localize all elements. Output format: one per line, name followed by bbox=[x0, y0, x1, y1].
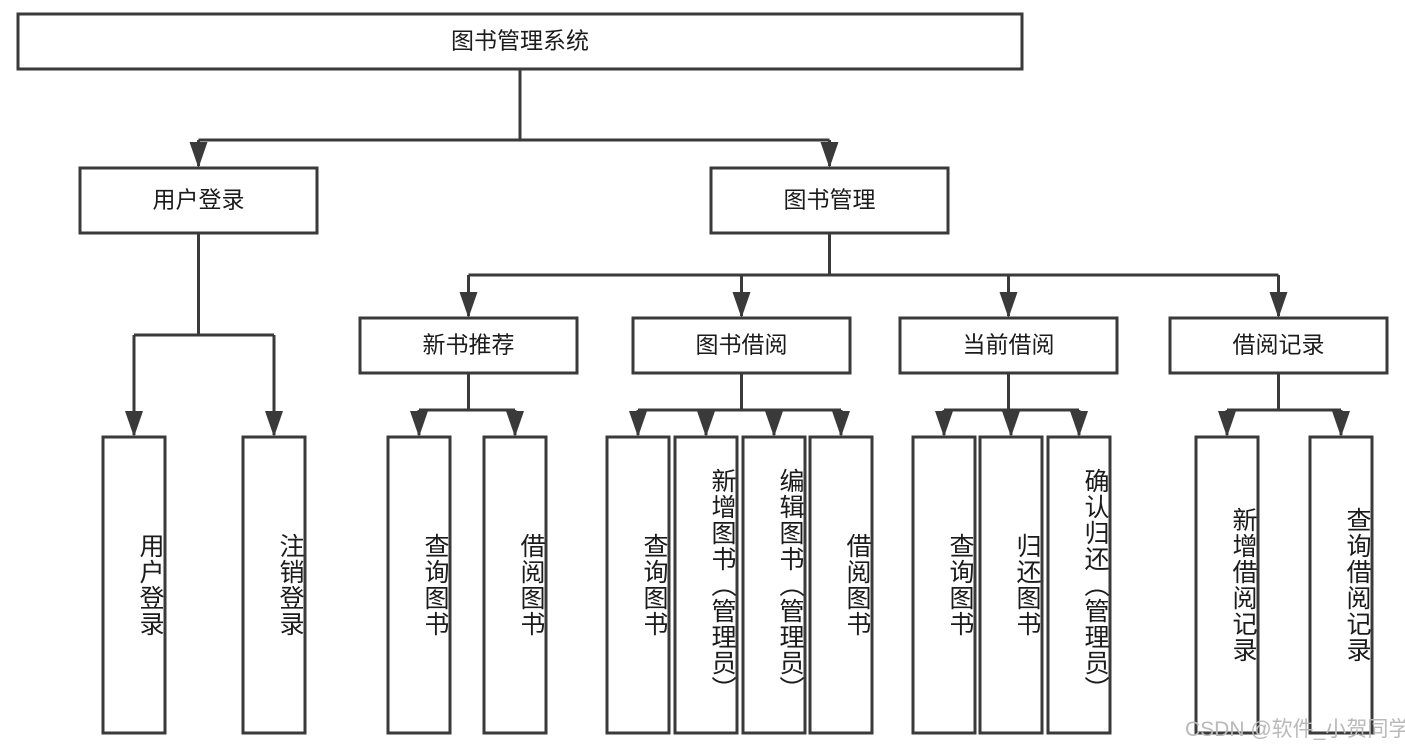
node-leaf-4[interactable] bbox=[605, 435, 671, 735]
node-leaf-10[interactable] bbox=[1046, 435, 1112, 735]
arrow-head-icon bbox=[265, 411, 283, 437]
arrow-head-icon bbox=[506, 411, 524, 437]
watermark-text: CSDN @软件_小贺同学 bbox=[1185, 718, 1405, 741]
boxes-layer bbox=[16, 12, 1389, 735]
arrow-head-icon bbox=[832, 411, 850, 437]
node-leaf-3[interactable] bbox=[482, 435, 548, 735]
arrow-head-icon bbox=[935, 411, 953, 437]
node-leaf-2[interactable] bbox=[386, 435, 452, 735]
arrow-head-icon bbox=[1332, 411, 1350, 437]
node-label-level3-0: 新书推荐 bbox=[423, 332, 515, 358]
node-level3-1[interactable] bbox=[631, 316, 852, 375]
arrow-head-icon bbox=[125, 411, 143, 437]
node-label-level2-0: 用户登录 bbox=[153, 187, 245, 213]
arrow-head-icon bbox=[1269, 292, 1288, 318]
node-level3-3[interactable] bbox=[1168, 316, 1389, 375]
node-leaf-0[interactable] bbox=[101, 435, 167, 735]
node-level3-2[interactable] bbox=[898, 316, 1119, 375]
node-level2-0[interactable] bbox=[78, 166, 319, 235]
arrow-head-icon bbox=[697, 411, 715, 437]
arrow-head-icon bbox=[629, 411, 647, 437]
connectors-layer bbox=[125, 69, 1350, 437]
arrow-head-icon bbox=[1002, 411, 1020, 437]
node-leaf-5[interactable] bbox=[673, 435, 739, 735]
node-leaf-1[interactable] bbox=[241, 435, 307, 735]
node-leaf-9[interactable] bbox=[978, 435, 1044, 735]
arrow-head-icon bbox=[765, 411, 783, 437]
arrow-head-icon bbox=[189, 142, 208, 168]
node-label-root: 图书管理系统 bbox=[451, 28, 589, 54]
arrow-head-icon bbox=[459, 292, 478, 318]
node-label-level3-2: 当前借阅 bbox=[963, 332, 1055, 358]
arrow-head-icon bbox=[410, 411, 428, 437]
arrow-head-icon bbox=[999, 292, 1018, 318]
arrow-head-icon bbox=[732, 292, 751, 318]
node-label-level3-1: 图书借阅 bbox=[696, 332, 788, 358]
node-root-book-management-system[interactable] bbox=[16, 12, 1024, 71]
node-leaf-12[interactable] bbox=[1308, 435, 1374, 735]
arrow-head-icon bbox=[820, 142, 839, 168]
node-leaf-8[interactable] bbox=[911, 435, 977, 735]
arrow-head-icon bbox=[1218, 411, 1236, 437]
node-leaf-11[interactable] bbox=[1194, 435, 1260, 735]
node-label-level2-1: 图书管理 bbox=[784, 187, 876, 213]
node-leaf-7[interactable] bbox=[808, 435, 874, 735]
node-level3-0[interactable] bbox=[358, 316, 579, 375]
node-leaf-6[interactable] bbox=[741, 435, 807, 735]
node-level2-1[interactable] bbox=[709, 166, 950, 235]
arrow-head-icon bbox=[1070, 411, 1088, 437]
node-label-level3-3: 借阅记录 bbox=[1233, 332, 1325, 358]
